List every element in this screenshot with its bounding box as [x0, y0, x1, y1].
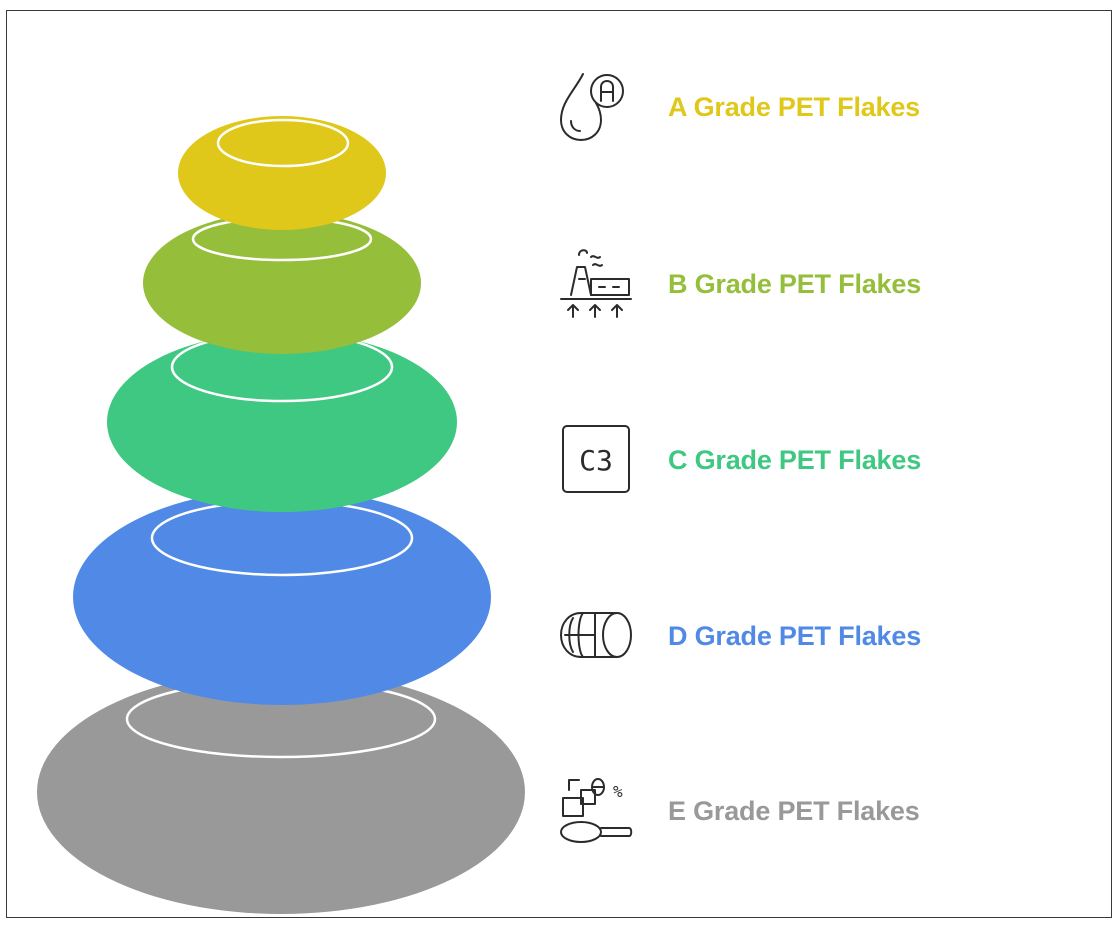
label-b-grade: B Grade PET Flakes: [668, 269, 922, 299]
ring-a-hole: [216, 118, 350, 168]
ring-d: [73, 489, 491, 705]
label-e-grade: E Grade PET Flakes: [668, 796, 920, 826]
ring-a: [178, 116, 386, 230]
barrel-icon: [555, 596, 635, 676]
percent-text: %: [613, 782, 623, 801]
ring-b: [143, 212, 421, 354]
c3-text: C3: [579, 444, 613, 477]
factory-upward-arrows-icon: [555, 243, 635, 323]
water-drop-letter-a-icon: [555, 66, 635, 146]
ring-stack: [37, 116, 525, 914]
label-d-grade: D Grade PET Flakes: [668, 621, 922, 651]
label-a-grade: A Grade PET Flakes: [668, 92, 921, 122]
c3-box-icon: C3: [555, 420, 635, 500]
blocks-percent-spoon-icon: %: [555, 770, 635, 850]
label-c-grade: C Grade PET Flakes: [668, 445, 922, 475]
ring-e: [37, 670, 525, 914]
ring-c: [107, 332, 457, 512]
